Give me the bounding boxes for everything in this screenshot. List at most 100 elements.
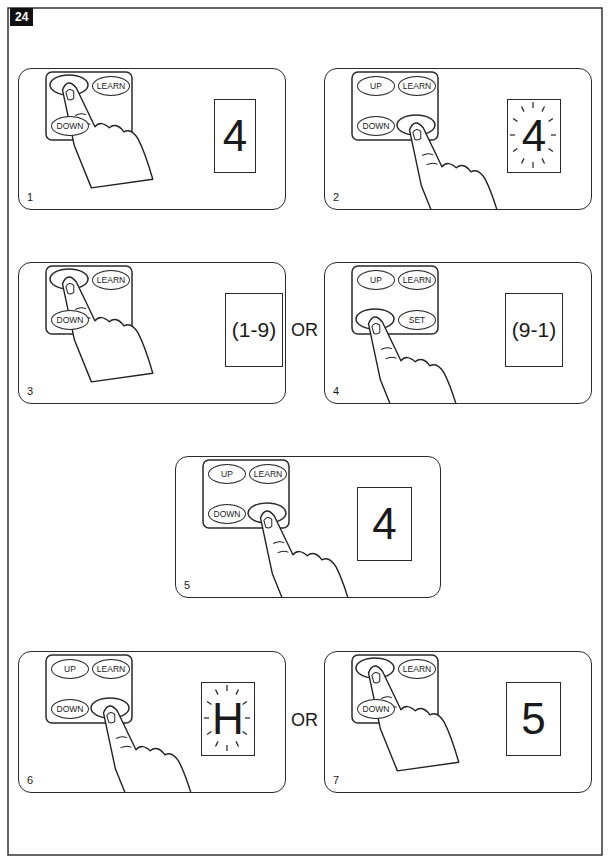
blink-tick <box>226 745 227 751</box>
keypad-button: DOWN <box>51 310 89 330</box>
button-label: DOWN <box>57 121 84 131</box>
keypad-scene <box>203 460 351 618</box>
blink-tick <box>245 717 250 718</box>
step-panel: 6 UP LEARN DOWN H <box>18 651 286 793</box>
keypad-button: DOWN <box>357 699 395 719</box>
blink-tick <box>207 732 211 735</box>
keypad-button: UP <box>208 464 246 484</box>
keypad-button: LEARN <box>398 76 436 96</box>
step-number: 2 <box>333 191 339 203</box>
button-label: LEARN <box>403 81 431 91</box>
step-number: 4 <box>333 385 339 397</box>
button-label: DOWN <box>363 121 390 131</box>
display-readout: (1-9) <box>232 318 276 342</box>
keypad-button: UP <box>357 270 395 290</box>
blink-tick <box>522 106 525 111</box>
button-label: UP <box>64 664 76 674</box>
blink-tick <box>226 685 227 691</box>
keypad-button: UP <box>357 76 395 96</box>
button-label: DOWN <box>57 315 84 325</box>
step-panel: 4 UP LEARN SET (9-1) <box>324 262 592 404</box>
blink-tick <box>551 134 556 135</box>
step-number: 5 <box>184 579 190 591</box>
led-display: (1-9) <box>225 293 283 367</box>
button-label: LEARN <box>254 469 282 479</box>
step-number: 6 <box>27 774 33 786</box>
blink-tick <box>513 119 517 122</box>
blink-tick <box>207 702 211 705</box>
step-number: 1 <box>27 191 33 203</box>
blink-tick <box>532 102 533 108</box>
hand <box>103 696 194 792</box>
led-display: 4 <box>357 487 412 561</box>
keypad-button: DOWN <box>51 699 89 719</box>
step-number: 7 <box>333 774 339 786</box>
button-label: DOWN <box>57 704 84 714</box>
button-label: LEARN <box>403 275 431 285</box>
page-border <box>8 8 602 855</box>
keypad-button: LEARN <box>92 270 130 290</box>
led-display: 4 <box>507 99 561 173</box>
display-readout: 4 <box>223 111 247 161</box>
step-panel: 2 UP LEARN DOWN 4 <box>324 68 592 210</box>
button-label: UP <box>370 81 382 91</box>
keypad-button: DOWN <box>357 116 395 136</box>
figure-number: 24 <box>10 8 33 26</box>
button-label: SET <box>409 315 426 325</box>
keypad-button: LEARN <box>249 464 287 484</box>
step-number: 3 <box>27 385 33 397</box>
keypad-scene <box>352 266 459 424</box>
button-label: LEARN <box>97 81 125 91</box>
blink-tick <box>532 162 533 168</box>
step-panel: 7 LEARN DOWN 5 <box>324 651 592 793</box>
keypad-frame <box>352 266 438 334</box>
keypad-button: UP <box>51 659 89 679</box>
led-display: H <box>201 682 255 756</box>
button-label: LEARN <box>403 664 431 674</box>
or-label: OR <box>291 320 318 341</box>
button-label: LEARN <box>97 664 125 674</box>
blink-tick <box>236 689 239 694</box>
keypad-button: LEARN <box>398 659 436 679</box>
button-label: LEARN <box>97 275 125 285</box>
keypad-scene <box>352 72 556 230</box>
display-readout: 5 <box>521 694 545 744</box>
keypad-button: SET <box>398 310 436 330</box>
keypad-scene <box>46 655 250 813</box>
keypad-scene <box>352 655 459 773</box>
step-panel: 1 LEARN DOWN 4 <box>18 68 286 210</box>
or-label: OR <box>291 710 318 731</box>
keypad-button: DOWN <box>208 504 246 524</box>
display-readout: 4 <box>522 111 546 161</box>
keypad-button: LEARN <box>398 270 436 290</box>
blink-tick <box>510 134 515 135</box>
blink-tick <box>549 119 553 122</box>
led-display: 5 <box>506 682 561 756</box>
button-label: DOWN <box>363 704 390 714</box>
led-display: 4 <box>214 99 256 173</box>
button-label: UP <box>370 275 382 285</box>
button-label: DOWN <box>214 509 241 519</box>
keypad-scene <box>46 266 153 384</box>
step-panel: 5 UP LEARN DOWN 4 <box>175 456 441 598</box>
keypad-button: DOWN <box>51 116 89 136</box>
hand <box>409 113 500 209</box>
led-display: (9-1) <box>505 293 563 367</box>
blink-tick <box>549 149 553 152</box>
keypad-scene <box>46 72 153 190</box>
blink-tick <box>204 717 209 718</box>
blink-tick <box>216 689 219 694</box>
keypad-frame <box>352 72 438 140</box>
hand <box>368 307 459 403</box>
display-readout: H <box>212 694 244 744</box>
keypad-frame <box>46 655 132 723</box>
hand <box>260 501 351 597</box>
step-panel: 3 LEARN DOWN (1-9) <box>18 262 286 404</box>
keypad-button: LEARN <box>92 76 130 96</box>
display-readout: 4 <box>372 499 396 549</box>
blink-tick <box>542 106 545 111</box>
blink-tick <box>513 149 517 152</box>
keypad-frame <box>203 460 289 528</box>
